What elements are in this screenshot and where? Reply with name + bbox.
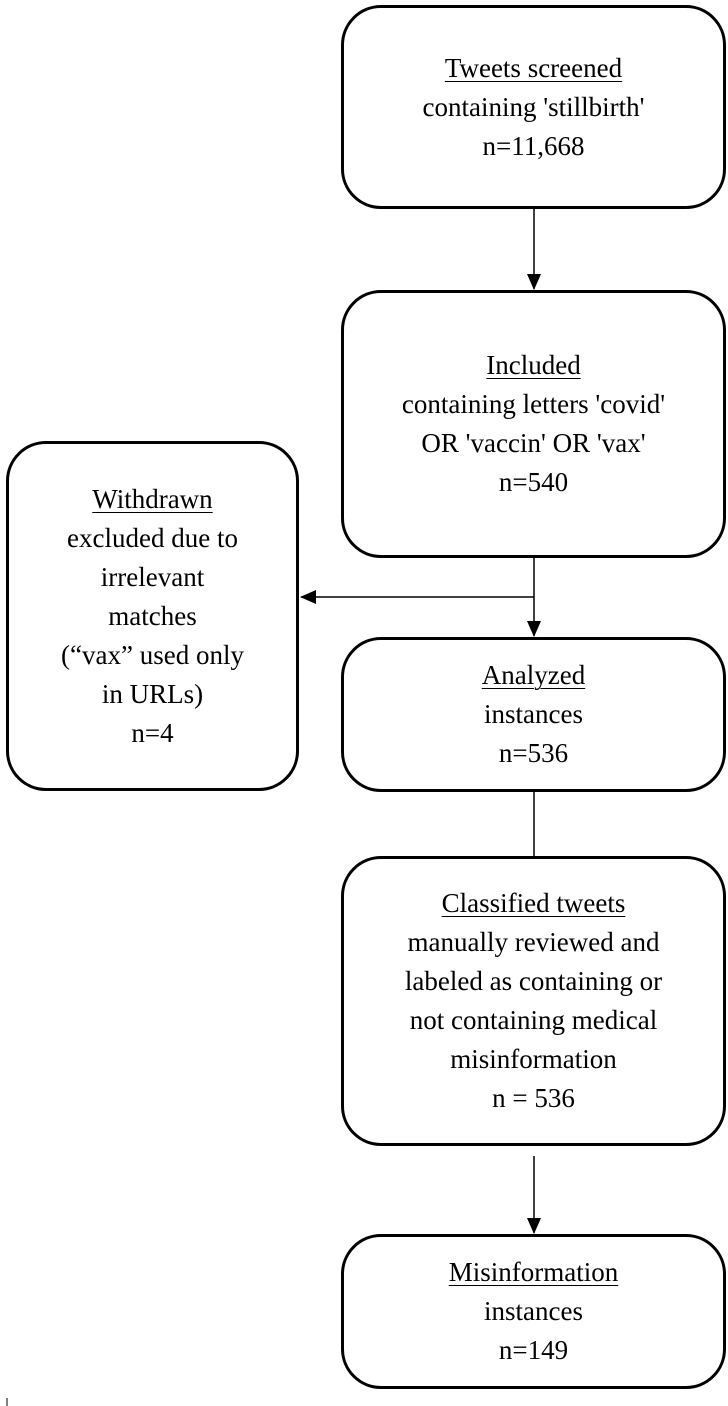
classified-description-line-3: not containing medical [409,1005,658,1035]
tweets-screened-criteria: containing 'stillbirth' [422,91,645,122]
misinformation-box: Misinformation instances n=149 [341,1234,726,1389]
misinformation-title: Misinformation [448,1257,619,1287]
classified-description-line-1: manually reviewed and [407,927,660,957]
included-criteria-line-1: containing letters 'covid' [401,389,666,419]
misinformation-count: n=149 [498,1335,569,1365]
classified-tweets-box: Classified tweets manually reviewed and … [341,856,726,1146]
withdrawn-reason-line-4: (“vax” used only [61,639,244,670]
withdrawn-reason-line-5: in URLs) [101,678,204,709]
classified-description-line-4: misinformation [450,1044,617,1074]
tweets-screened-count: n=11,668 [482,130,585,161]
withdrawn-box: Withdrawn excluded due to irrelevant mat… [6,441,299,791]
classified-description-line-2: labeled as containing or [404,966,663,996]
misinformation-description: instances [484,1296,583,1326]
analyzed-title: Analyzed [481,660,586,690]
included-box: Included containing letters 'covid' OR '… [341,290,726,558]
withdrawn-count: n=4 [131,717,174,748]
tweets-screened-title: Tweets screened [444,52,623,83]
included-count: n=540 [498,467,569,497]
analyzed-description: instances [484,699,583,729]
withdrawn-reason-line-1: excluded due to [67,522,238,553]
withdrawn-reason-line-2: irrelevant [100,561,205,592]
included-criteria-line-2: OR 'vaccin' OR 'vax' [421,428,646,458]
analyzed-box: Analyzed instances n=536 [341,637,726,792]
classified-count: n = 536 [492,1083,575,1113]
included-title: Included [486,350,581,380]
withdrawn-reason-line-3: matches [108,600,197,631]
tweets-screened-box: Tweets screened containing 'stillbirth' … [341,5,726,209]
classified-tweets-title: Classified tweets [441,888,626,918]
analyzed-count: n=536 [498,738,569,768]
withdrawn-title: Withdrawn [92,483,213,514]
